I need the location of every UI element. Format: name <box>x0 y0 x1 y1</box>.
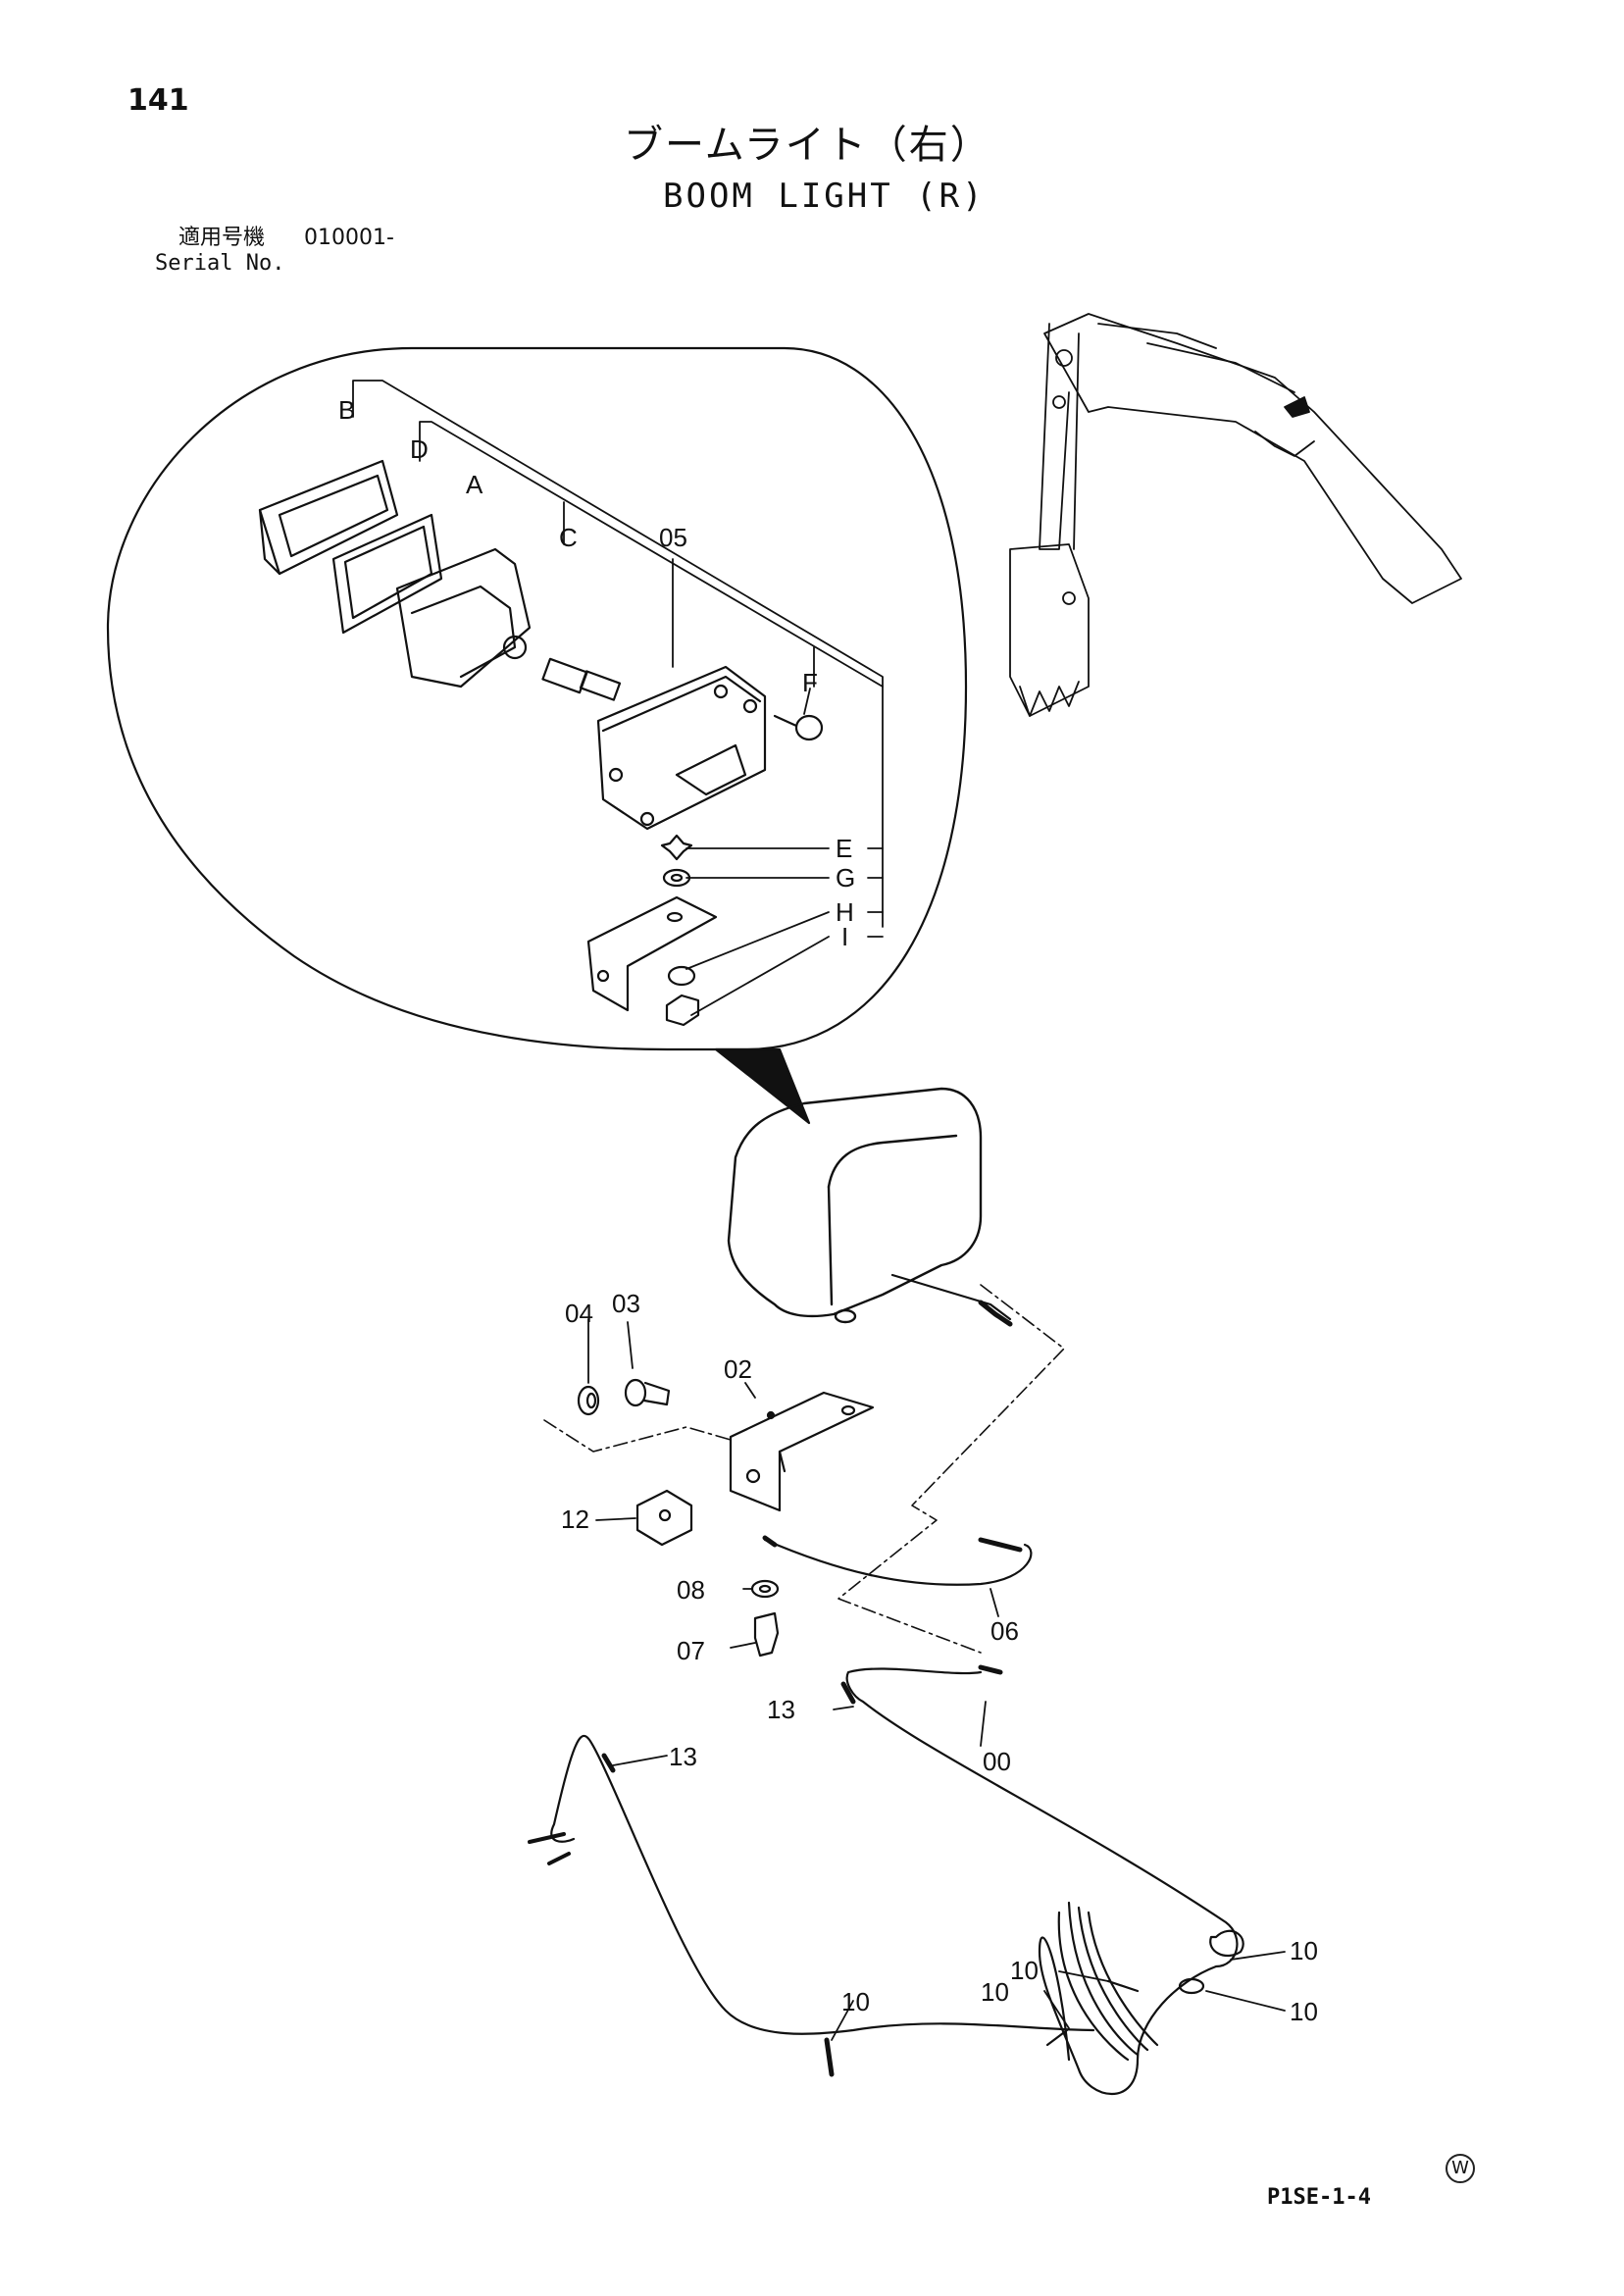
callout-g: G <box>836 863 855 893</box>
part-e-star-washer <box>660 834 693 861</box>
part-c-bulb <box>541 657 622 701</box>
part-i-washer-nut <box>665 965 700 1027</box>
part-05-lamp-body <box>596 665 767 831</box>
part-b-frame <box>258 459 399 576</box>
part-f-screw <box>773 714 824 741</box>
page-number: 141 <box>127 83 189 118</box>
part-08-washer <box>750 1579 780 1599</box>
callout-08: 08 <box>677 1575 705 1605</box>
callout-e: E <box>836 834 852 863</box>
callout-10-e: 10 <box>1290 1997 1318 2026</box>
part-a-lens <box>395 547 532 689</box>
lamp-housing <box>727 1087 983 1324</box>
excavator-thumbnail <box>1009 313 1462 717</box>
callout-f: F <box>802 668 818 697</box>
callout-c: C <box>559 523 578 552</box>
document-code: P1SE-1-4 <box>1267 2185 1371 2210</box>
w-mark-symbol: W <box>1446 2154 1475 2183</box>
part-12-nut <box>635 1489 693 1547</box>
callout-07: 07 <box>677 1636 705 1665</box>
serial-range: 010001- <box>304 226 394 250</box>
part-d-gasket <box>331 513 443 635</box>
callout-10-c: 10 <box>1010 1956 1039 1985</box>
page-title-jp: ブームライト（右） <box>624 123 991 168</box>
serial-label-en: Serial No. <box>155 251 285 276</box>
callout-12: 12 <box>561 1505 589 1534</box>
page-title-en: BOOM LIGHT (R) <box>663 177 986 216</box>
callout-labels: B D A C 05 F E G H I 04 03 02 12 08 07 0… <box>338 395 1318 2026</box>
serial-label-jp: 適用号機 <box>178 226 266 250</box>
callout-10-b: 10 <box>981 1977 1009 2007</box>
part-02-bracket <box>729 1391 875 1512</box>
callout-03: 03 <box>612 1289 640 1318</box>
part-g-washer <box>662 868 691 888</box>
detail-bubble <box>106 346 968 1125</box>
outer-leader-lines <box>587 1318 1286 2041</box>
callout-10-a: 10 <box>841 1987 870 2016</box>
callout-06: 06 <box>990 1616 1019 1646</box>
callout-10-d: 10 <box>1290 1936 1318 1965</box>
part-00-harness <box>528 1664 1244 2096</box>
callout-04: 04 <box>565 1299 593 1328</box>
alignment-lines <box>543 1284 1065 1654</box>
part-07-bolt <box>753 1611 780 1658</box>
callout-b: B <box>338 395 355 425</box>
callout-02: 02 <box>724 1354 752 1384</box>
callout-00: 00 <box>983 1747 1011 1776</box>
callout-05: 05 <box>659 523 687 552</box>
callout-d: D <box>410 434 429 464</box>
part-06-wire <box>762 1273 1033 1586</box>
part-04-washer <box>577 1385 600 1416</box>
callout-h: H <box>836 897 854 927</box>
callout-13-upper: 13 <box>767 1695 795 1724</box>
part-h-small-bracket <box>586 895 718 1012</box>
part-03-bolt <box>624 1378 671 1407</box>
callout-13-lower: 13 <box>669 1742 697 1771</box>
callout-i: I <box>841 922 848 951</box>
callout-a: A <box>466 470 483 499</box>
leader-brackets <box>352 380 884 1016</box>
